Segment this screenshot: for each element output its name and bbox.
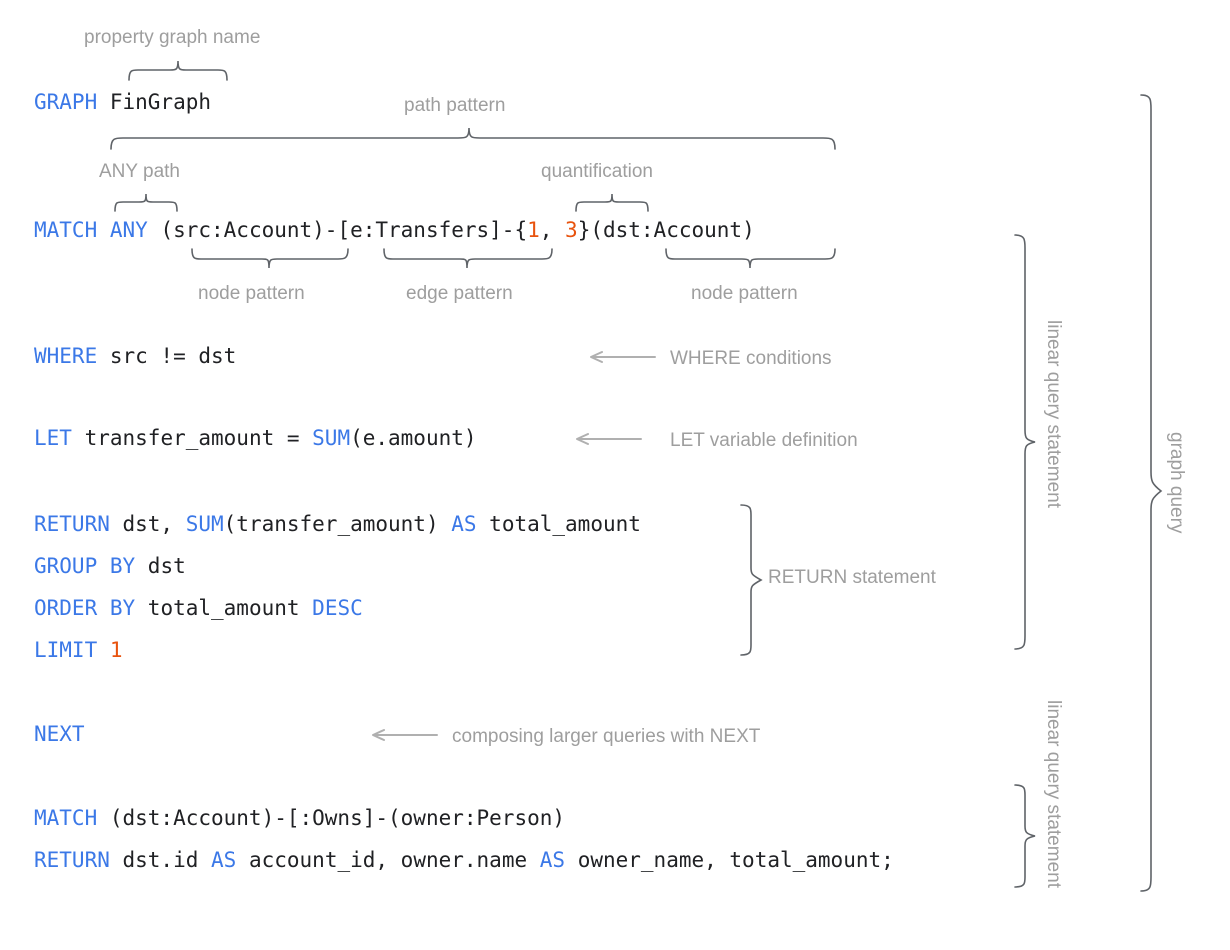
- brace-return-statement: [740, 504, 763, 656]
- token-plain: transfer_amount =: [71, 426, 313, 450]
- token-plain: (src:Account)-[e:Transfers]-{: [147, 218, 528, 242]
- token-plain: (e.amount): [350, 426, 477, 450]
- token-plain: dst.id: [109, 848, 212, 872]
- token-function: SUM: [185, 512, 224, 536]
- brace-linear-query-statement-2: [1014, 784, 1036, 888]
- code-line-where: WHERE src != dst: [34, 346, 236, 367]
- code-line-graph: GRAPH FinGraph: [34, 92, 211, 113]
- code-line-match-2: MATCH (dst:Account)-[:Owns]-(owner:Perso…: [34, 808, 565, 829]
- token-plain: (transfer_amount): [223, 512, 452, 536]
- code-line-let: LET transfer_amount = SUM(e.amount): [34, 428, 477, 449]
- annotation-property-graph-name: property graph name: [84, 27, 261, 48]
- code-line-group-by: GROUP BY dst: [34, 556, 186, 577]
- brace-linear-query-statement-1: [1014, 234, 1036, 650]
- token-keyword: DESC: [312, 596, 363, 620]
- token-plain: }(dst:Account): [577, 218, 755, 242]
- token-plain: total_amount: [476, 512, 641, 536]
- token-keyword: GROUP BY: [34, 554, 136, 578]
- overbrace-quantification: [575, 192, 649, 212]
- annotation-graph-query: graph query: [1166, 432, 1187, 534]
- code-line-return-2: RETURN dst.id AS account_id, owner.name …: [34, 850, 894, 871]
- code-line-match-any: MATCH ANY (src:Account)-[e:Transfers]-{1…: [34, 220, 755, 241]
- token-plain: total_amount: [135, 596, 313, 620]
- token-keyword: LET: [34, 426, 72, 450]
- token-keyword: MATCH ANY: [34, 218, 148, 242]
- code-line-next: NEXT: [34, 724, 85, 745]
- arrow-let-variable-definition: [574, 431, 642, 447]
- token-plain: [97, 638, 110, 662]
- annotation-where-conditions: WHERE conditions: [670, 348, 832, 369]
- arrow-composing-next: [370, 727, 438, 743]
- token-plain: src != dst: [97, 344, 237, 368]
- token-number: 3: [565, 218, 578, 242]
- token-keyword: RETURN: [34, 512, 110, 536]
- underbrace-edge-pattern: [383, 248, 553, 270]
- annotation-linear-query-statement-2: linear query statement: [1043, 700, 1064, 888]
- token-keyword: AS: [451, 512, 477, 536]
- annotation-quantification: quantification: [541, 161, 653, 182]
- overbrace-property-graph-name: [128, 59, 228, 81]
- token-plain: (dst:Account)-[:Owns]-(owner:Person): [97, 806, 566, 830]
- token-keyword: RETURN: [34, 848, 110, 872]
- token-keyword: ORDER BY: [34, 596, 136, 620]
- token-number: 1: [109, 638, 123, 662]
- token-keyword: GRAPH: [34, 90, 98, 114]
- annotation-node-pattern-right: node pattern: [691, 283, 798, 304]
- token-keyword: AS: [539, 848, 566, 872]
- token-plain: FinGraph: [97, 90, 212, 114]
- underbrace-node-pattern-right: [665, 248, 836, 270]
- annotation-edge-pattern: edge pattern: [406, 283, 513, 304]
- token-plain: owner_name, total_amount;: [565, 848, 894, 872]
- token-plain: ,: [539, 218, 566, 242]
- code-line-return-1: RETURN dst, SUM(transfer_amount) AS tota…: [34, 514, 641, 535]
- token-function: SUM: [312, 426, 351, 450]
- annotation-path-pattern: path pattern: [404, 95, 506, 116]
- annotation-linear-query-statement-1: linear query statement: [1043, 320, 1064, 508]
- underbrace-node-pattern-left: [191, 248, 349, 270]
- annotation-node-pattern-left: node pattern: [198, 283, 305, 304]
- token-number: 1: [527, 218, 540, 242]
- token-keyword: WHERE: [34, 344, 98, 368]
- token-plain: account_id, owner.name: [236, 848, 540, 872]
- token-keyword: MATCH: [34, 806, 98, 830]
- brace-graph-query: [1140, 94, 1163, 892]
- overbrace-path-pattern: [110, 126, 836, 150]
- code-line-order-by: ORDER BY total_amount DESC: [34, 598, 363, 619]
- overbrace-any-path: [114, 192, 178, 212]
- annotation-return-statement: RETURN statement: [768, 567, 936, 588]
- arrow-where-conditions: [588, 349, 656, 365]
- annotation-let-variable-definition: LET variable definition: [670, 430, 858, 451]
- token-plain: dst: [135, 554, 186, 578]
- code-line-limit: LIMIT 1: [34, 640, 123, 661]
- token-plain: dst,: [109, 512, 186, 536]
- annotation-composing-next: composing larger queries with NEXT: [452, 726, 761, 747]
- annotation-any-path: ANY path: [99, 161, 180, 182]
- token-keyword: NEXT: [34, 722, 85, 746]
- token-keyword: AS: [211, 848, 237, 872]
- token-keyword: LIMIT: [34, 638, 98, 662]
